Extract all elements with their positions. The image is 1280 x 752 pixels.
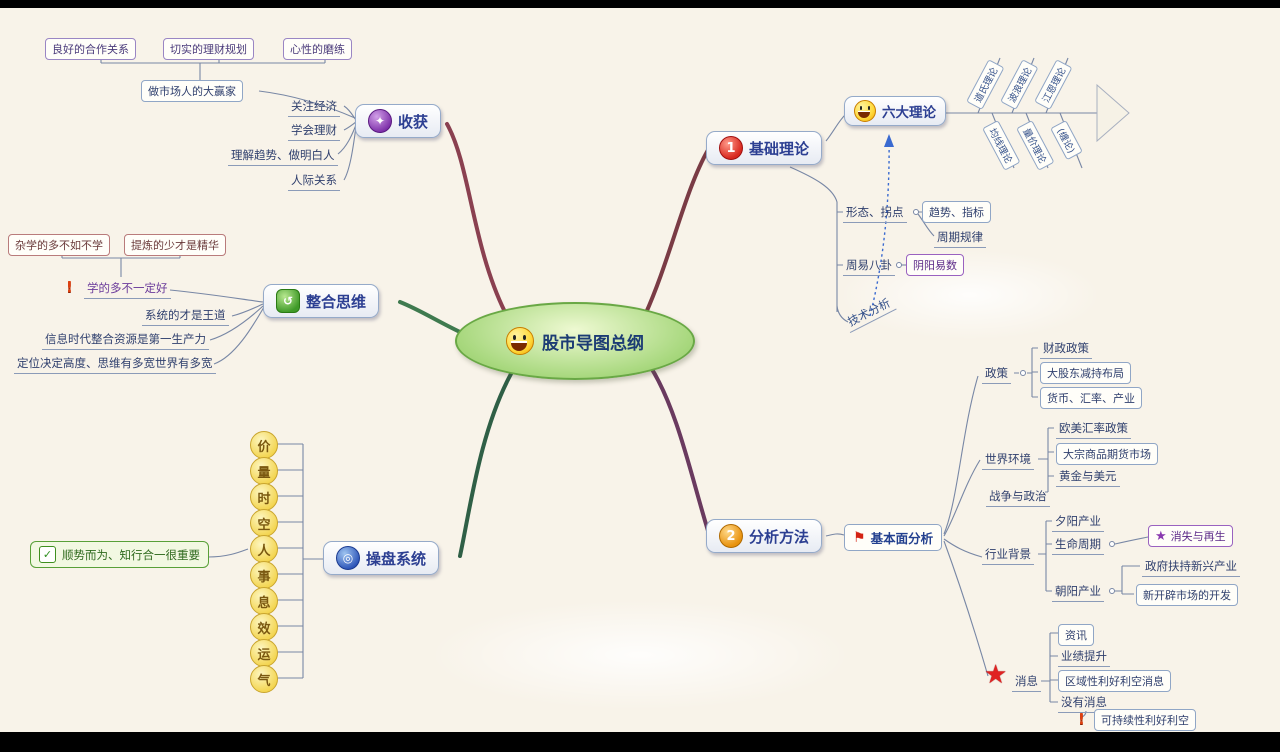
purple-star-icon: ★ (1155, 528, 1167, 544)
industry-label[interactable]: 行业背景 (982, 545, 1034, 565)
integration-item-2[interactable]: 信息时代整合资源是第一生产力 (42, 330, 209, 350)
theory-item-yinyang[interactable]: 阴阳易数 (906, 254, 964, 276)
branch-analysis[interactable]: 2 分析方法 (706, 519, 823, 553)
theory-item-cycle[interactable]: 周期规律 (934, 228, 986, 248)
chain-node-2[interactable]: 量 (250, 457, 278, 485)
smiley-icon (506, 327, 534, 355)
branch-trading-label: 操盘系统 (366, 549, 427, 568)
chain-node-3[interactable]: 时 (250, 483, 278, 511)
arrowhead (884, 134, 894, 147)
policy-label[interactable]: 政策 (982, 364, 1011, 384)
trading-note-label: 顺势而为、知行合一很重要 (62, 547, 200, 562)
number-two-icon: 2 (719, 524, 743, 548)
sunrise-item-1[interactable]: 政府扶持新兴产业 (1142, 557, 1240, 577)
branch-analysis-label: 分析方法 (749, 527, 810, 546)
chain-node-1[interactable]: 价 (250, 431, 278, 459)
integration-item-1[interactable]: 系统的才是王道 (142, 306, 229, 326)
black-bar-bottom (0, 732, 1280, 752)
tech-analysis-dotted-arrow (869, 137, 890, 317)
exclamation-icon: ! (66, 278, 73, 296)
central-topic[interactable]: 股市导图总纲 (455, 302, 695, 380)
chain-node-6[interactable]: 事 (250, 561, 278, 589)
integration-icon: ↺ (276, 289, 300, 313)
world-item-3[interactable]: 黄金与美元 (1056, 467, 1120, 487)
chain-node-7[interactable]: 息 (250, 587, 278, 615)
harvest-item-2[interactable]: 学会理财 (288, 121, 340, 141)
harvest-topbox-1[interactable]: 良好的合作关系 (45, 38, 136, 60)
news-label[interactable]: 消息 (1012, 672, 1041, 692)
exclamation-icon: ! (1078, 710, 1085, 728)
world-label[interactable]: 世界环境 (982, 450, 1034, 470)
branch-theory[interactable]: 1 基础理论 (706, 131, 823, 165)
policy-item-1[interactable]: 财政政策 (1040, 339, 1092, 359)
chain-node-9[interactable]: 运 (250, 639, 278, 667)
smiley-icon (854, 100, 876, 122)
theory-item-bagua[interactable]: 周易八卦 (843, 256, 895, 276)
news-item-3[interactable]: 区域性利好利空消息 (1058, 670, 1171, 692)
branch-integration[interactable]: ↺ 整合思维 (263, 284, 380, 318)
branch-trading[interactable]: ◎ 操盘系统 (323, 541, 440, 575)
red-flag-icon: ⚑ (853, 529, 866, 546)
background-cloud (430, 600, 850, 710)
sunrise-item-2[interactable]: 新开辟市场的开发 (1136, 584, 1238, 606)
policy-item-3[interactable]: 货币、汇率、产业 (1040, 387, 1142, 409)
trading-icon: ◎ (336, 546, 360, 570)
industry-lifecycle[interactable]: 生命周期 (1052, 535, 1104, 555)
integration-warn-item[interactable]: 学的多不一定好 (84, 279, 171, 299)
number-one-icon: 1 (719, 136, 743, 160)
six-theories-node[interactable]: 六大理论 (844, 96, 946, 126)
black-bar-top (0, 0, 1280, 8)
integration-topbox-1[interactable]: 杂学的多不如不学 (8, 234, 110, 256)
trading-note[interactable]: ✓ 顺势而为、知行合一很重要 (30, 541, 209, 568)
world-item-1[interactable]: 欧美汇率政策 (1056, 419, 1131, 439)
integration-topbox-2[interactable]: 提炼的少才是精华 (124, 234, 226, 256)
background-cloud (840, 250, 1100, 340)
world-item-2[interactable]: 大宗商品期货市场 (1056, 443, 1158, 465)
red-star-icon: ★ (984, 660, 1008, 690)
chain-node-4[interactable]: 空 (250, 509, 278, 537)
theory-item-trend[interactable]: 趋势、指标 (922, 201, 991, 223)
rebirth-label: 消失与再生 (1170, 530, 1226, 543)
central-topic-label: 股市导图总纲 (542, 333, 644, 354)
world-item-4[interactable]: 战争与政治 (986, 487, 1050, 507)
integration-item-3[interactable]: 定位决定高度、思维有多宽世界有多宽 (14, 354, 216, 374)
harvest-icon: ✦ (368, 109, 392, 133)
branch-theory-label: 基础理论 (749, 139, 810, 158)
branch-harvest-label: 收获 (398, 112, 429, 131)
check-icon: ✓ (39, 546, 56, 563)
harvest-topbox-3[interactable]: 心性的磨练 (283, 38, 352, 60)
branch-integration-label: 整合思维 (306, 292, 367, 311)
fishbone-head (1096, 83, 1130, 143)
chain-node-5[interactable]: 人 (250, 535, 278, 563)
chain-node-10[interactable]: 气 (250, 665, 278, 693)
news-item-1[interactable]: 资讯 (1058, 624, 1094, 646)
industry-sunset[interactable]: 夕阳产业 (1052, 512, 1104, 532)
harvest-winner-box[interactable]: 做市场人的大赢家 (141, 80, 243, 102)
industry-sunrise[interactable]: 朝阳产业 (1052, 582, 1104, 602)
six-theories-label: 六大理论 (882, 105, 936, 121)
fundamental-analysis-node[interactable]: ⚑ 基本面分析 (844, 524, 943, 551)
harvest-item-1[interactable]: 关注经济 (288, 97, 340, 117)
harvest-topbox-2[interactable]: 切实的理财规划 (163, 38, 254, 60)
news-item-2[interactable]: 业绩提升 (1058, 647, 1110, 667)
chain-node-8[interactable]: 效 (250, 613, 278, 641)
branch-harvest[interactable]: ✦ 收获 (355, 104, 442, 138)
rebirth-box[interactable]: ★ 消失与再生 (1148, 525, 1233, 547)
harvest-item-4[interactable]: 人际关系 (288, 171, 340, 191)
news-item-4[interactable]: 没有消息 (1058, 693, 1110, 713)
harvest-item-3[interactable]: 理解趋势、做明白人 (228, 146, 338, 166)
fundamental-analysis-label: 基本面分析 (870, 531, 934, 546)
policy-item-2[interactable]: 大股东减持布局 (1040, 362, 1131, 384)
theory-item-shape[interactable]: 形态、拐点 (843, 203, 907, 223)
news-sub-item[interactable]: 可持续性利好利空 (1094, 709, 1196, 731)
